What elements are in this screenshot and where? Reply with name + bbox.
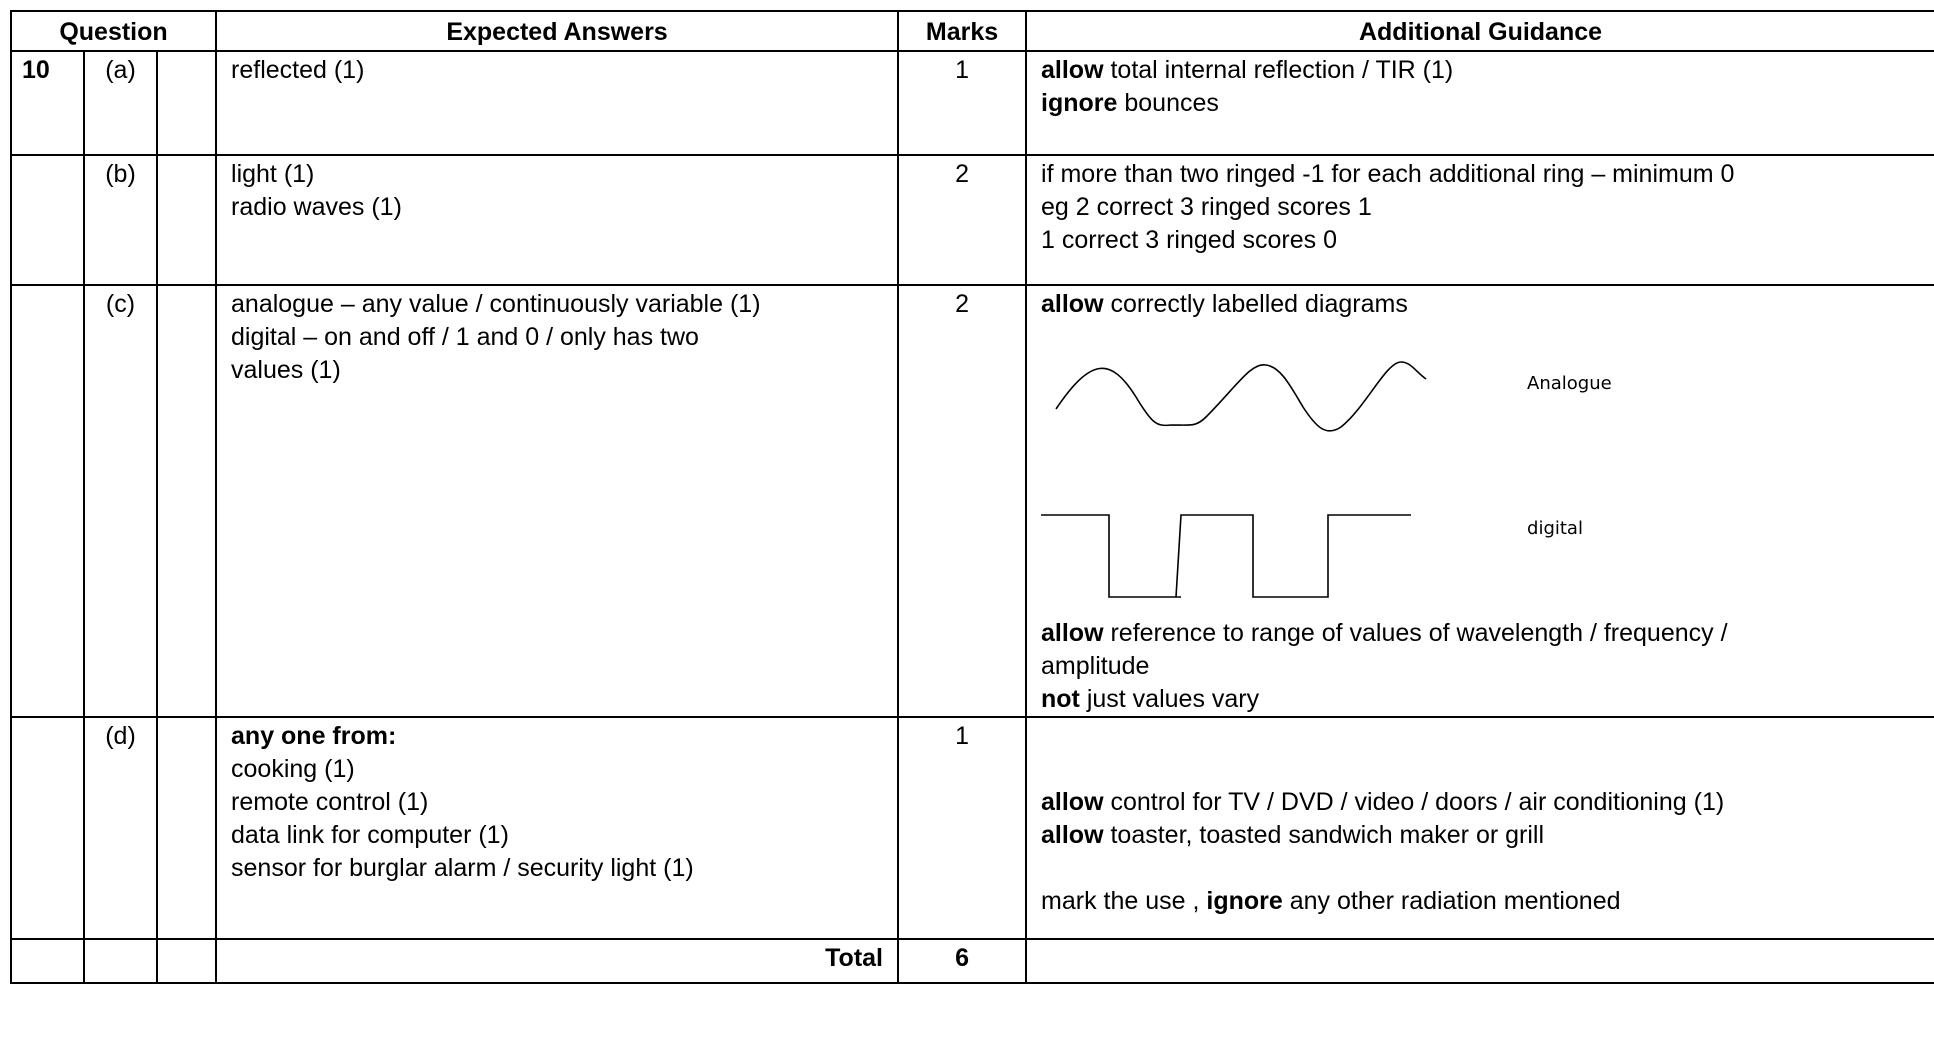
question-number-cell — [10, 284, 85, 718]
guidance-line: allow reference to range of values of wa… — [1041, 617, 1920, 650]
guidance-line: if more than two ringed -1 for each addi… — [1041, 160, 1735, 188]
expected-answer: any one from: cooking (1) remote control… — [215, 716, 900, 940]
bold-keyword: allow — [1041, 56, 1104, 84]
guidance-text: reference to range of values of waveleng… — [1103, 619, 1728, 647]
answer-line: remote control (1) — [231, 788, 429, 816]
guidance-text: total internal reflection / TIR (1) — [1103, 56, 1454, 84]
analogue-wave — [1055, 361, 1427, 432]
guidance-text: bounces — [1117, 89, 1219, 117]
answer-line: light (1) — [231, 160, 315, 188]
analogue-label: Analogue — [1527, 373, 1612, 394]
guidance-line: allow correctly labelled diagrams — [1041, 288, 1920, 321]
question-number: 10 — [10, 50, 85, 156]
digital-wave — [1041, 514, 1412, 598]
marks-value: 1 — [897, 716, 1028, 940]
guidance-text: just values vary — [1079, 685, 1260, 713]
guidance-line: allow control for TV / DVD / video / doo… — [1041, 786, 1920, 819]
mark-scheme-table: Question Expected Answers Marks Addition… — [9, 10, 1934, 984]
table-row: (d) any one from: cooking (1) remote con… — [10, 716, 1934, 940]
guidance-text: mark the use , — [1041, 887, 1207, 915]
part-label: (a) — [83, 50, 158, 156]
guidance-cell — [1025, 938, 1934, 984]
guidance-text: control for TV / DVD / video / doors / a… — [1103, 788, 1725, 816]
sub-part-cell — [155, 938, 218, 984]
part-label: (b) — [83, 154, 158, 286]
bold-keyword: allow — [1041, 788, 1104, 816]
guidance-cell: if more than two ringed -1 for each addi… — [1025, 154, 1934, 286]
header-marks: Marks — [897, 10, 1028, 52]
table-row: (b) light (1) radio waves (1) 2 if more … — [10, 154, 1934, 286]
bold-keyword: allow — [1041, 290, 1104, 318]
question-number-cell — [10, 938, 85, 984]
marks-value: 2 — [897, 284, 1028, 718]
sub-part-cell — [155, 716, 218, 940]
answer-line: data link for computer (1) — [231, 821, 509, 849]
sub-part-cell — [155, 154, 218, 286]
guidance-line: 1 correct 3 ringed scores 0 — [1041, 226, 1337, 254]
answer-line: values (1) — [231, 356, 341, 384]
guidance-cell: allow control for TV / DVD / video / doo… — [1025, 716, 1934, 940]
guidance-line: amplitude — [1041, 652, 1150, 680]
guidance-text: any other radiation mentioned — [1282, 887, 1621, 915]
bold-keyword: not — [1041, 685, 1080, 713]
total-label: Total — [215, 938, 900, 984]
guidance-line: allow total internal reflection / TIR (1… — [1041, 54, 1920, 87]
question-number-cell — [10, 154, 85, 286]
guidance-line: ignore bounces — [1041, 87, 1920, 120]
answer-line: radio waves (1) — [231, 193, 402, 221]
marks-value: 2 — [897, 154, 1028, 286]
question-number-cell — [10, 716, 85, 940]
guidance-line: eg 2 correct 3 ringed scores 1 — [1041, 193, 1372, 221]
bold-keyword: ignore — [1206, 887, 1283, 915]
marks-value: 1 — [897, 50, 1028, 156]
part-label: (d) — [83, 716, 158, 940]
bold-keyword: ignore — [1041, 89, 1118, 117]
answer-line: analogue – any value / continuously vari… — [231, 290, 761, 318]
answer-line: sensor for burglar alarm / security ligh… — [231, 854, 694, 882]
answer-line: digital – on and off / 1 and 0 / only ha… — [231, 323, 699, 351]
answer-line: cooking (1) — [231, 755, 355, 783]
table-row: 10 (a) reflected (1) 1 allow total inter… — [10, 50, 1934, 156]
sub-part-cell — [155, 284, 218, 718]
header-row: Question Expected Answers Marks Addition… — [9, 10, 1934, 52]
header-additional-guidance: Additional Guidance — [1025, 10, 1934, 52]
expected-answer: light (1) radio waves (1) — [215, 154, 900, 286]
signal-diagram-svg — [1041, 361, 1427, 598]
total-row: Total 6 — [10, 938, 1934, 984]
bold-keyword: allow — [1041, 619, 1104, 647]
part-label: (c) — [83, 284, 158, 718]
expected-answer: analogue – any value / continuously vari… — [215, 284, 900, 718]
answer-line: reflected (1) — [231, 56, 365, 84]
total-marks: 6 — [897, 938, 1028, 984]
signal-diagrams: Analogue digital — [1041, 327, 1920, 617]
guidance-text: toaster, toasted sandwich maker or grill — [1103, 821, 1545, 849]
guidance-line: mark the use , ignore any other radiatio… — [1041, 885, 1920, 918]
table-row: (c) analogue – any value / continuously … — [10, 284, 1934, 718]
guidance-cell: allow correctly labelled diagrams Analog… — [1025, 284, 1934, 718]
header-question: Question — [9, 10, 218, 52]
guidance-cell: allow total internal reflection / TIR (1… — [1025, 50, 1934, 156]
bold-keyword: allow — [1041, 821, 1104, 849]
expected-answer: reflected (1) — [215, 50, 900, 156]
guidance-text: correctly labelled diagrams — [1103, 290, 1408, 318]
guidance-line: allow toaster, toasted sandwich maker or… — [1041, 819, 1920, 852]
sub-part-cell — [155, 50, 218, 156]
part-cell — [83, 938, 158, 984]
digital-label: digital — [1527, 518, 1583, 539]
guidance-line: not just values vary — [1041, 683, 1920, 716]
answer-heading: any one from: — [231, 722, 397, 750]
header-expected-answers: Expected Answers — [215, 10, 900, 52]
